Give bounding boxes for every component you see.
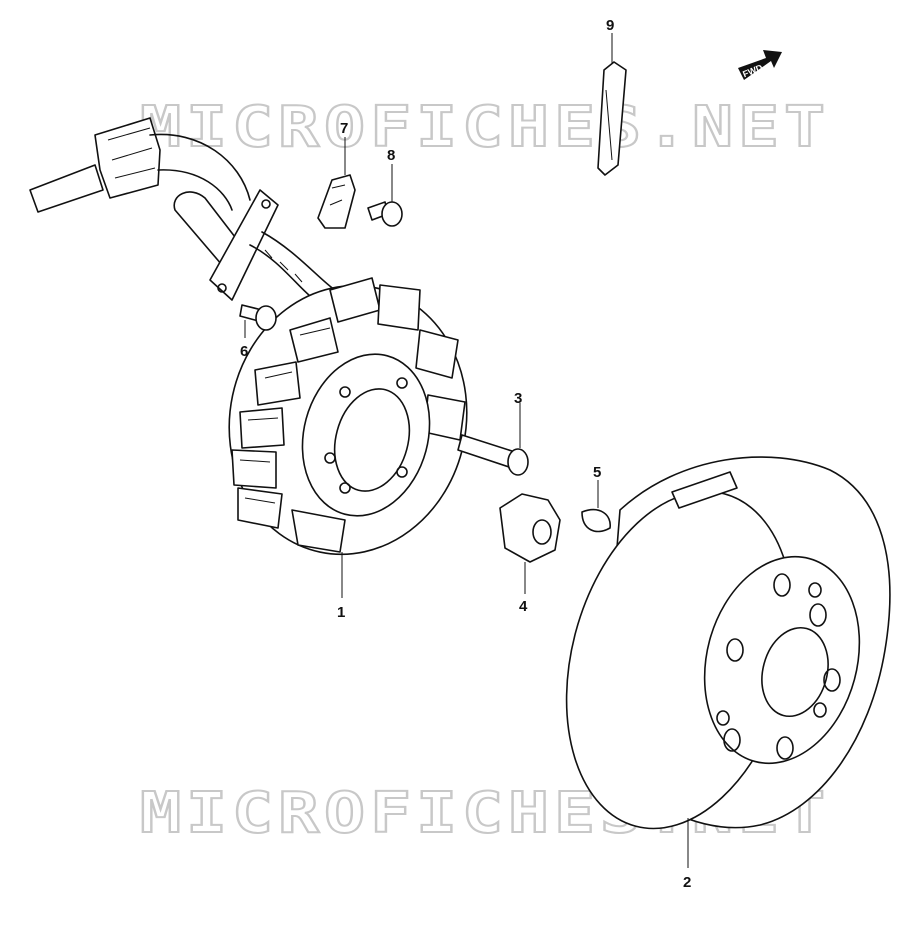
- callout-1: 1: [337, 604, 345, 621]
- fwd-arrow-icon: FWD: [738, 50, 782, 80]
- fwd-label: FWD: [741, 62, 764, 79]
- flywheel-bolt: [457, 403, 529, 476]
- callout-2: 2: [683, 874, 691, 891]
- callout-6: 6: [240, 343, 248, 360]
- stator-screw: [239, 304, 277, 338]
- callout-4: 4: [519, 598, 528, 615]
- callout-8: 8: [387, 147, 395, 164]
- callout-3: 3: [514, 390, 522, 407]
- flywheel-rotor: [565, 456, 891, 868]
- guide-plate: [597, 33, 627, 176]
- stator-coil: [228, 277, 468, 598]
- wire-clamp: [317, 137, 356, 229]
- callout-5: 5: [593, 464, 601, 481]
- clamp-screw: [367, 164, 403, 227]
- flywheel-nut: [499, 493, 561, 594]
- wire-harness: [29, 117, 336, 301]
- watermark-top: MICROFICHES.NET: [140, 95, 830, 160]
- callout-7: 7: [340, 120, 348, 137]
- woodruff-key: [581, 480, 611, 533]
- callout-9: 9: [606, 17, 614, 34]
